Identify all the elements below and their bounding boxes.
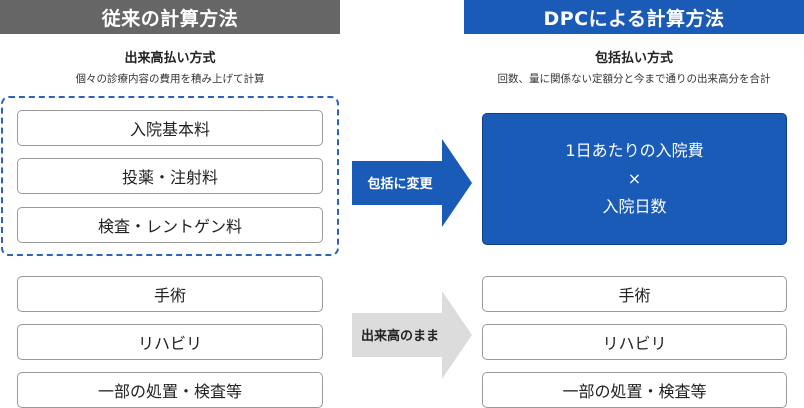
- bundled-items-group: [1, 96, 339, 256]
- formula-daily-cost: 1日あたりの入院費: [565, 141, 704, 160]
- right-item-shujutsu: 手術: [482, 276, 787, 312]
- left-method-title: 出来高払い方式: [124, 51, 216, 66]
- right-header: DPCによる計算方法: [464, 0, 804, 34]
- right-item-shochi-kensa: 一部の処置・検査等: [482, 372, 787, 408]
- lower-arrow-label: 出来高のまま: [360, 329, 439, 344]
- left-item-nyuin-kihonryo: 入院基本料: [17, 110, 323, 146]
- upper-arrow-label: 包括に変更: [367, 177, 433, 192]
- left-header: 従来の計算方法: [0, 0, 340, 34]
- flat-rate-formula-box: 1日あたりの入院費 × 入院日数: [482, 113, 787, 245]
- right-method-description: 回数、量に関係ない定額分と今まで通りの出来高分を合計: [497, 73, 771, 85]
- left-item-kensa-rentogen: 検査・レントゲン料: [17, 207, 323, 243]
- left-subtitle: 出来高払い方式 個々の診療内容の費用を積み上げて計算: [0, 47, 340, 86]
- formula-days: 入院日数: [602, 197, 667, 216]
- left-method-description: 個々の診療内容の費用を積み上げて計算: [75, 73, 265, 85]
- lower-arrow: [352, 291, 472, 379]
- left-item-shujutsu: 手術: [17, 276, 323, 312]
- left-item-rehabili: リハビリ: [17, 324, 323, 360]
- right-subtitle: 包括払い方式 回数、量に関係ない定額分と今まで通りの出来高分を合計: [464, 47, 804, 86]
- right-item-rehabili: リハビリ: [482, 324, 787, 360]
- left-item-toyaku-chushaku: 投薬・注射料: [17, 158, 323, 194]
- left-item-shochi-kensa: 一部の処置・検査等: [17, 372, 323, 408]
- right-method-title: 包括払い方式: [594, 51, 673, 66]
- formula-multiply-operator: ×: [627, 169, 642, 188]
- upper-arrow: [352, 139, 472, 227]
